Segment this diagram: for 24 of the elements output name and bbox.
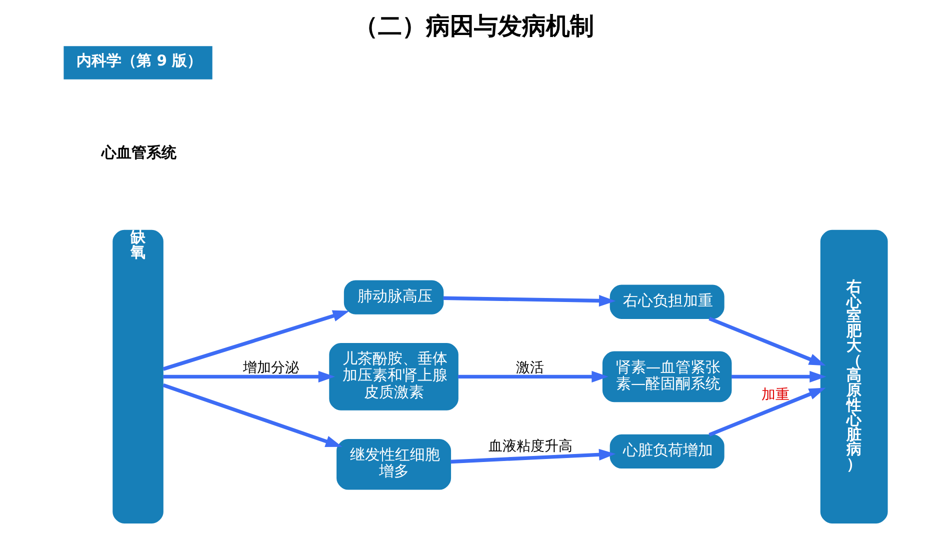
node-box: 缺氧 xyxy=(112,230,163,524)
arrow xyxy=(458,370,608,383)
node-box: 右心室肥大（高原性心脏病） xyxy=(820,230,888,524)
edge-label: 血液粘度升高 xyxy=(488,438,572,455)
edge-label: 增加分泌 xyxy=(242,360,298,376)
arrow xyxy=(708,388,826,436)
label: 内科学（第 9 版） xyxy=(76,52,202,70)
arrow xyxy=(450,448,616,464)
arrow xyxy=(162,370,335,383)
node-box: 儿茶酚胺、垂体加压素和肾上腺皮质激素 xyxy=(328,342,458,410)
node-box: 继发性红细胞增多 xyxy=(336,439,451,490)
edge-label: 激活 xyxy=(516,360,544,376)
arrow xyxy=(730,370,826,383)
arrow xyxy=(442,294,616,307)
node-box: 肾素—血管紧张素—醛固酮系统 xyxy=(602,351,732,402)
diagram-title: （二）病因与发病机制 xyxy=(354,12,594,40)
node-box: 心脏负荷增加 xyxy=(609,434,724,469)
node-box: 右心负担加重 xyxy=(609,284,724,319)
arrow xyxy=(162,310,350,371)
edge-label: 加重 xyxy=(761,386,790,403)
node-box: 肺动脉高压 xyxy=(343,280,444,314)
label: 心血管系统 xyxy=(101,144,176,162)
arrow xyxy=(708,316,826,366)
arrow xyxy=(162,383,342,447)
